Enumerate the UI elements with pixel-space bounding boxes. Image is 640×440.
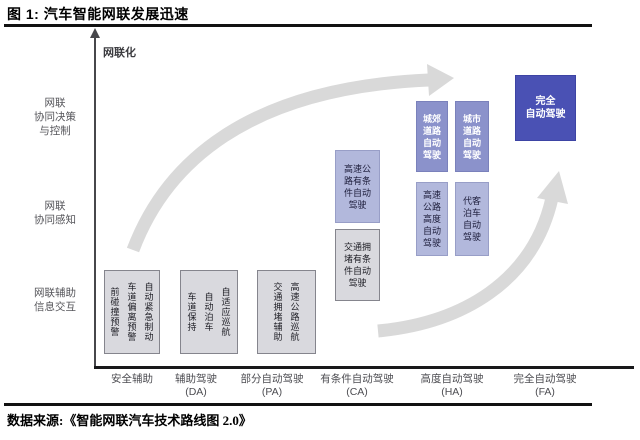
feature-highway-cruise: 高速公路巡航 (289, 282, 300, 342)
box-ha-valet: 代客 泊车 自动 驾驶 (455, 182, 489, 256)
box-da-features: 自适应巡航 自动泊车 车道保持 (180, 270, 238, 354)
x-category-ca: 有条件自动驾驶 (CA) (320, 373, 394, 398)
box-fa-full-autonomy: 完全 自动驾驶 (515, 75, 576, 141)
feature-auto-park: 自动泊车 (203, 292, 214, 332)
x-category-da: 辅助驾驶 (DA) (175, 373, 217, 398)
feature-acc: 自适应巡航 (220, 287, 231, 337)
box-ha-highway: 高速 公路 高度 自动 驾驶 (416, 182, 448, 256)
growth-arrow-lower-right (377, 171, 568, 338)
growth-arrow-lower-left (126, 64, 454, 253)
y-axis (94, 37, 96, 368)
feature-ldw: 车道偏离预警 (126, 282, 137, 342)
box-ha-suburban: 城郊 道路 自动 驾驶 (416, 101, 448, 172)
feature-aeb: 自动紧急制动 (143, 282, 154, 342)
y-level-info-exchange: 网联辅助 信息交互 (34, 287, 76, 313)
box-pa-features: 高速公路巡航 交通拥堵辅助 (257, 270, 316, 354)
y-axis-arrowhead-icon (90, 28, 100, 38)
y-level-cooperative-sensing: 网联 协同感知 (34, 200, 76, 226)
x-category-fa: 完全自动驾驶 (FA) (513, 373, 577, 398)
y-axis-title: 网联化 (103, 47, 136, 59)
data-source: 数据来源:《智能网联汽车技术路线图 2.0》 (7, 413, 252, 428)
x-axis (94, 366, 634, 369)
figure-title: 图 1: 汽车智能网联发展迅速 (7, 6, 189, 22)
x-category-ha: 高度自动驾驶 (HA) (420, 373, 484, 398)
box-ca-highway: 高速公 路有条 件自动 驾驶 (335, 150, 380, 223)
x-category-safety-assist: 安全辅助 (111, 373, 153, 385)
box-safety-assist-features: 自动紧急制动 车道偏离预警 前碰撞预警 (104, 270, 160, 354)
box-ca-traffic-jam: 交通拥 堵有条 件自动 驾驶 (335, 229, 380, 301)
feature-traffic-jam-assist: 交通拥堵辅助 (272, 282, 283, 342)
feature-lane-keep: 车道保持 (186, 292, 197, 332)
title-divider (4, 24, 592, 27)
box-ha-urban: 城市 道路 自动 驾驶 (455, 101, 489, 172)
x-category-pa: 部分自动驾驶 (PA) (240, 373, 304, 398)
footer-divider (4, 403, 592, 406)
feature-fcw: 前碰撞预警 (109, 287, 120, 337)
y-level-decision-control: 网联 协同决策 与控制 (34, 97, 76, 137)
